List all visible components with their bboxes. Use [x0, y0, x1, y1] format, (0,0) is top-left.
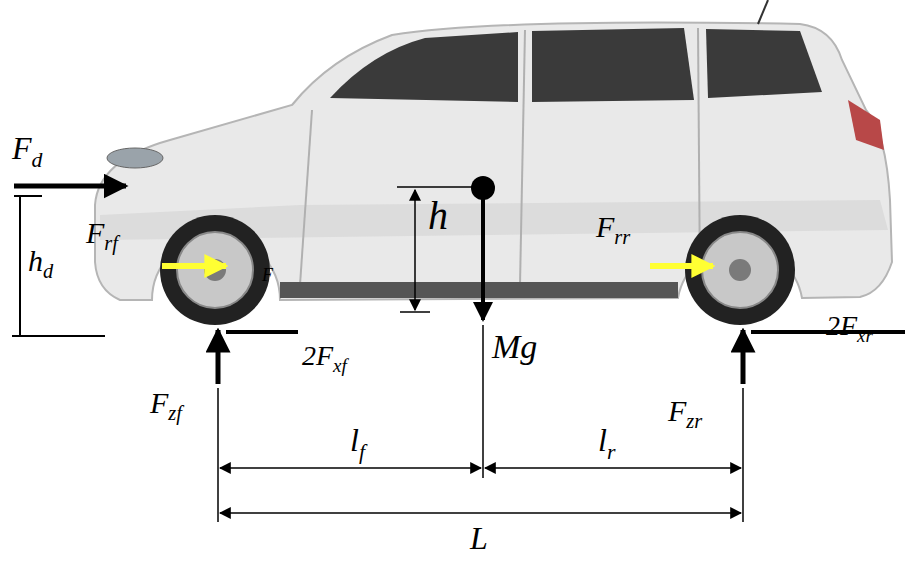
rear-window	[706, 29, 822, 98]
subscript: zf	[168, 402, 182, 424]
extension-line	[217, 388, 219, 522]
subscript: rr	[614, 226, 630, 248]
symbol: Mg	[492, 328, 537, 365]
force-label: 2Fxr	[826, 312, 873, 345]
dimension-line	[220, 467, 481, 469]
dimension-tick	[14, 195, 42, 197]
dimension-label: lr	[598, 424, 615, 463]
force-label: Frf	[86, 218, 118, 254]
dimension-line	[485, 467, 741, 469]
door-line	[520, 30, 525, 285]
symbol: h	[28, 244, 43, 277]
symbol: 2F	[826, 310, 857, 341]
door-line	[300, 110, 312, 285]
traction-force-line	[226, 330, 298, 334]
front-window	[330, 32, 518, 102]
subscript: rf	[104, 232, 118, 254]
extension-line	[482, 325, 484, 478]
symbol: l	[598, 422, 607, 458]
tail-light	[848, 100, 884, 150]
subscript: d	[43, 260, 53, 282]
middle-window	[532, 28, 694, 102]
extension-line	[742, 388, 744, 522]
symbol: F	[668, 394, 686, 427]
front-wheel	[160, 215, 270, 325]
normal-force-arrow	[741, 330, 746, 384]
dimension-label: lf	[350, 424, 365, 463]
symbol: L	[470, 520, 488, 556]
symbol: F	[150, 386, 168, 419]
headlight	[107, 148, 163, 168]
force-label: Mg	[492, 330, 537, 364]
rear-wheel	[685, 215, 795, 325]
rolling-resistance-arrow	[650, 263, 713, 269]
dimension-line	[19, 196, 21, 336]
force-label: F	[262, 266, 273, 284]
dimension-label: h	[428, 196, 448, 236]
force-label: Fzf	[150, 388, 182, 424]
subscript: f	[359, 440, 365, 464]
rocker-panel	[280, 282, 678, 298]
subscript: xf	[333, 355, 347, 376]
symbol: 2F	[302, 340, 333, 371]
force-label: Fzr	[668, 396, 702, 432]
weight-arrow	[481, 190, 485, 320]
subscript: xr	[857, 325, 873, 346]
subscript: r	[607, 440, 615, 464]
symbol: F	[86, 216, 104, 249]
center-of-gravity	[471, 176, 495, 200]
dimension-tick	[397, 186, 478, 188]
subscript: d	[32, 148, 43, 172]
symbol: F	[596, 210, 614, 243]
symbol: l	[350, 422, 359, 458]
drag-arrow	[14, 184, 126, 189]
antenna	[758, 0, 768, 24]
subscript: zr	[686, 410, 702, 432]
normal-force-arrow	[216, 330, 221, 384]
symbol: F	[262, 265, 273, 285]
dimension-label: L	[470, 522, 488, 554]
force-label: Fd	[12, 132, 42, 171]
dimension-tick	[12, 335, 105, 337]
dimension-line	[414, 190, 416, 310]
symbol: h	[428, 193, 448, 238]
force-label: Frr	[596, 212, 630, 248]
rolling-resistance-arrow	[162, 263, 226, 269]
symbol: F	[12, 130, 32, 166]
dimension-label: hd	[28, 246, 53, 282]
force-label: 2Fxf	[302, 342, 347, 375]
dimension-tick	[400, 311, 430, 313]
dimension-line	[220, 512, 741, 514]
